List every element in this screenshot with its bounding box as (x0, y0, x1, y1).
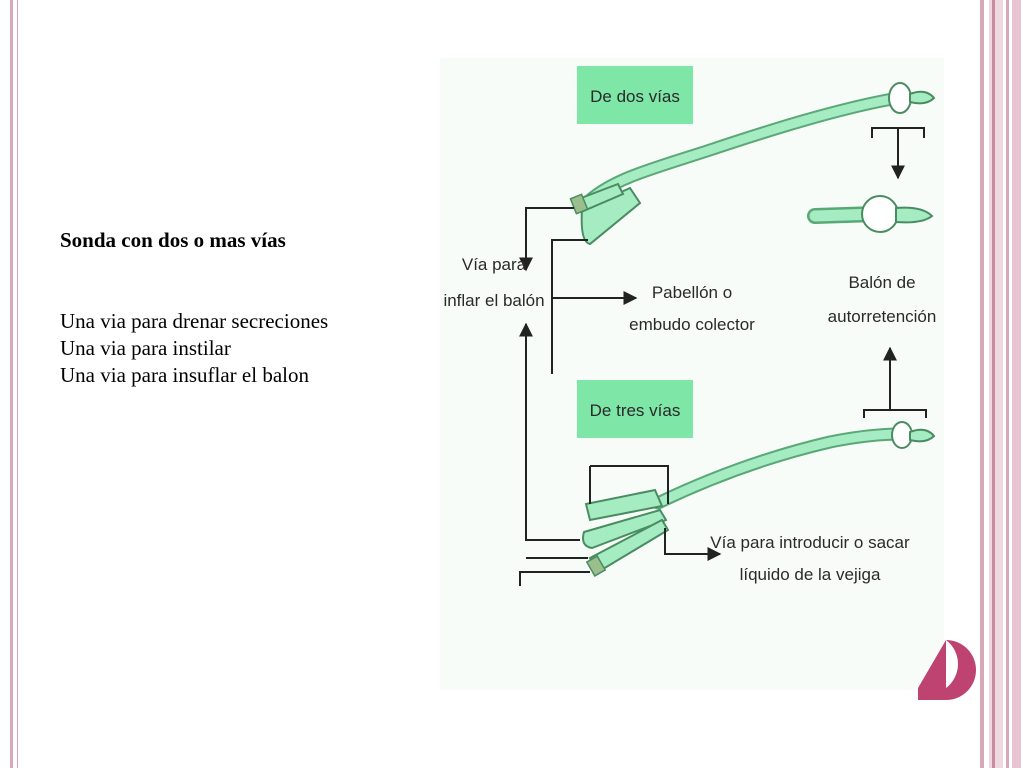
slide-border-right (978, 0, 1024, 768)
label-three-way: De tres vías (590, 401, 681, 420)
label-box-two-way (577, 66, 693, 124)
label-balloon-line2: autorretención (828, 307, 937, 326)
label-inflate-line2: inflar el balón (443, 291, 544, 310)
label-funnel-line1: Pabellón o (652, 283, 732, 302)
label-balloon-line1: Balón de (848, 273, 915, 292)
label-fluid-line2: líquido de la vejiga (740, 565, 881, 584)
bullet-list: Una via para drenar secreciones Una via … (60, 308, 450, 389)
balloon-detail (807, 195, 934, 233)
slide-text: Sonda con dos o mas vías Una via para dr… (60, 226, 450, 389)
label-box-three-way (577, 380, 693, 438)
slide-border-left-thin (17, 0, 18, 768)
slide-title: Sonda con dos o mas vías (60, 228, 286, 252)
slide-border-left (10, 0, 13, 768)
label-two-way: De dos vías (590, 87, 680, 106)
bullet-item: Una via para instilar (60, 336, 231, 360)
catheter-diagram-svg: De dos vías De tres vías (443, 66, 937, 586)
bullet-item: Una via para insuflar el balon (60, 363, 309, 387)
three-way-catheter (582, 421, 936, 577)
label-funnel-line2: embudo colector (629, 315, 755, 334)
label-inflate-line1: Vía para (462, 255, 527, 274)
connector-lines (519, 127, 927, 586)
catheter-diagram: De dos vías De tres vías (440, 58, 944, 690)
corner-decoration (918, 640, 976, 700)
label-fluid-line1: Vía para introducir o sacar (710, 533, 910, 552)
bullet-item: Una via para drenar secreciones (60, 309, 329, 333)
